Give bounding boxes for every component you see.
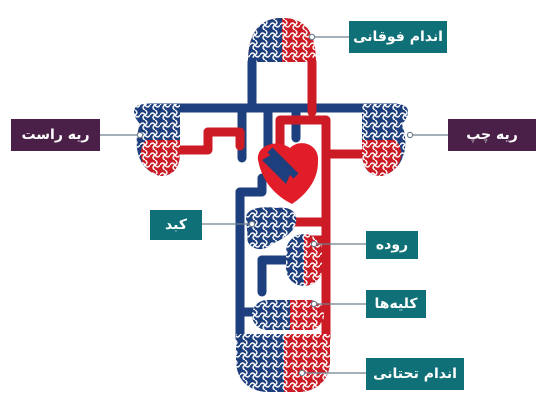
label-kidneys: کلیه‌ها (366, 290, 426, 318)
label-liver: کبد (150, 210, 202, 240)
venous-vessels (143, 57, 401, 343)
heart (257, 143, 319, 204)
lower-limbs-capillary-bed (236, 334, 330, 392)
kidneys-capillary-bed (252, 300, 324, 330)
label-left-lung: ریه چپ (448, 119, 536, 151)
right-lung-capillary-bed (134, 104, 180, 176)
leader-lines (100, 33, 448, 377)
label-lower-limbs: اندام تحتانی (366, 358, 464, 390)
label-upper-limbs: اندام فوقانی (349, 21, 447, 53)
intestine-capillary-bed (286, 234, 322, 286)
upper-limbs-capillary-bed (248, 18, 316, 62)
label-intestine: روده (366, 231, 418, 259)
liver-capillary-bed (246, 207, 297, 250)
label-right-lung: ریه راست (11, 119, 100, 151)
left-lung-capillary-bed (362, 104, 408, 176)
arterial-vessels (175, 57, 383, 343)
